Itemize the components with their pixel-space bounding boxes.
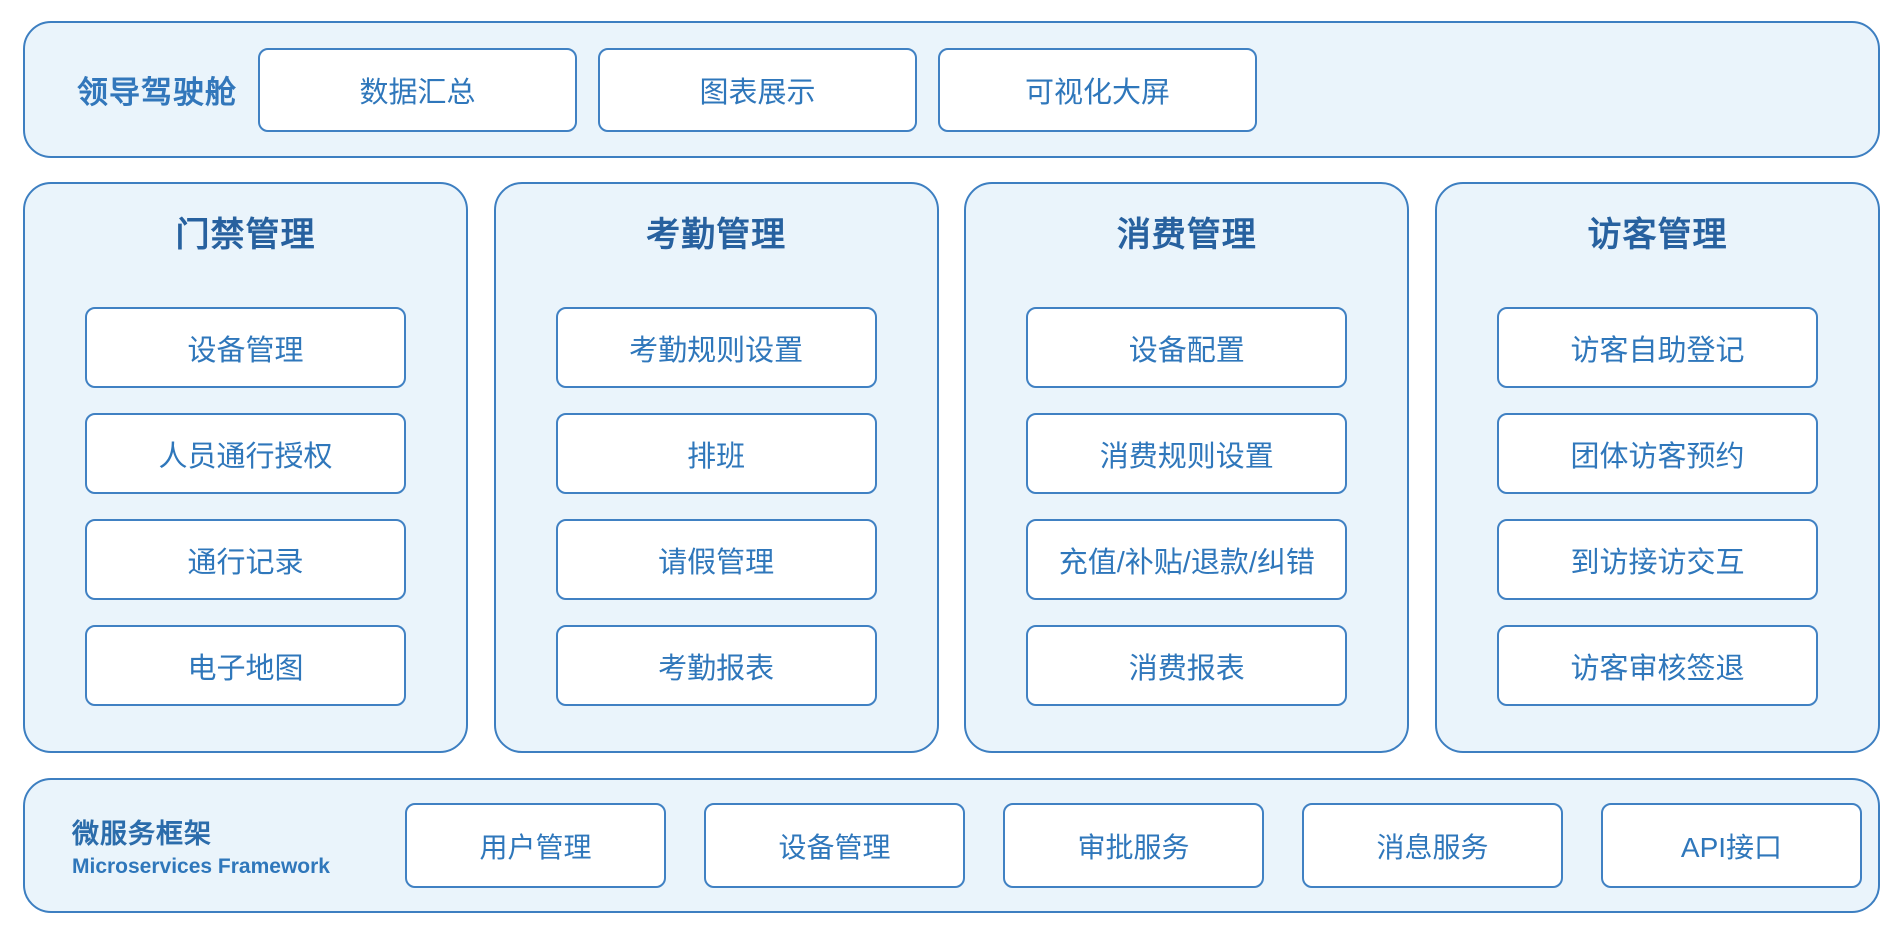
microservices-framework-label-en: Microservices Framework <box>72 855 330 878</box>
leadership-cockpit-panel: 领导驾驶舱 数据汇总 图表展示 可视化大屏 <box>23 21 1880 158</box>
consumption-card: 消费管理 设备配置 消费规则设置 充值/补贴/退款/纠错 消费报表 <box>964 182 1410 753</box>
consumption-report-button[interactable]: 消费报表 <box>1026 625 1348 706</box>
visitor-self-registration-button[interactable]: 访客自助登记 <box>1496 307 1818 388</box>
device-management-button[interactable]: 设备管理 <box>85 307 406 388</box>
visitor-review-signout-button[interactable]: 访客审核签退 <box>1496 625 1818 706</box>
microservices-framework-label: 微服务框架 Microservices Framework <box>72 812 405 879</box>
visitor-card: 访客管理 访客自助登记 团体访客预约 到访接访交互 访客审核签退 <box>1434 182 1880 753</box>
module-cards-row: 门禁管理 设备管理 人员通行授权 通行记录 电子地图 考勤管理 考勤规则设置 排… <box>23 182 1880 753</box>
access-control-title: 门禁管理 <box>175 216 316 254</box>
chart-display-button[interactable]: 图表展示 <box>598 47 917 132</box>
visualization-screen-button[interactable]: 可视化大屏 <box>938 47 1257 132</box>
consumption-title: 消费管理 <box>1116 216 1257 254</box>
data-summary-button[interactable]: 数据汇总 <box>258 47 577 132</box>
approval-service-button[interactable]: 审批服务 <box>1003 803 1264 888</box>
personnel-access-authorization-button[interactable]: 人员通行授权 <box>85 413 406 494</box>
attendance-report-button[interactable]: 考勤报表 <box>555 625 877 706</box>
electronic-map-button[interactable]: 电子地图 <box>85 625 406 706</box>
access-records-button[interactable]: 通行记录 <box>85 519 406 600</box>
leadership-cockpit-label: 领导驾驶舱 <box>77 75 237 110</box>
group-visitor-reservation-button[interactable]: 团体访客预约 <box>1496 413 1818 494</box>
shift-scheduling-button[interactable]: 排班 <box>555 413 877 494</box>
attendance-rules-button[interactable]: 考勤规则设置 <box>555 307 877 388</box>
visitor-title: 访客管理 <box>1587 216 1728 254</box>
visit-reception-interaction-button[interactable]: 到访接访交互 <box>1496 519 1818 600</box>
device-management-service-button[interactable]: 设备管理 <box>704 803 965 888</box>
attendance-card: 考勤管理 考勤规则设置 排班 请假管理 考勤报表 <box>493 182 939 753</box>
microservices-framework-panel: 微服务框架 Microservices Framework 用户管理 设备管理 … <box>23 778 1880 913</box>
access-control-card: 门禁管理 设备管理 人员通行授权 通行记录 电子地图 <box>23 182 468 753</box>
microservices-framework-label-zh: 微服务框架 <box>72 819 212 849</box>
user-management-service-button[interactable]: 用户管理 <box>405 803 666 888</box>
message-service-button[interactable]: 消息服务 <box>1302 803 1563 888</box>
recharge-subsidy-refund-button[interactable]: 充值/补贴/退款/纠错 <box>1026 519 1348 600</box>
device-config-button[interactable]: 设备配置 <box>1026 307 1348 388</box>
leave-management-button[interactable]: 请假管理 <box>555 519 877 600</box>
consumption-rules-button[interactable]: 消费规则设置 <box>1026 413 1348 494</box>
api-interface-button[interactable]: API接口 <box>1601 803 1862 888</box>
attendance-title: 考勤管理 <box>646 216 787 254</box>
